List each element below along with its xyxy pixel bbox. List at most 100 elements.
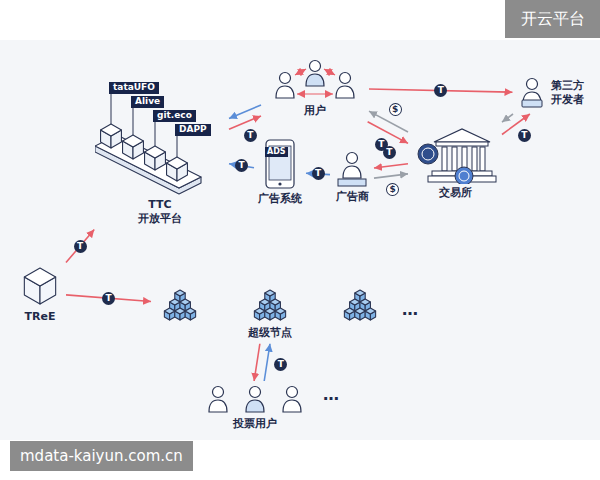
icon-holder <box>18 262 62 308</box>
node-label: 交易所 <box>439 186 472 200</box>
person-body <box>306 74 324 86</box>
pillar <box>442 147 447 171</box>
node-label: 第三方 开发者 <box>551 79 584 107</box>
voter-group: 投票用户 <box>200 385 310 431</box>
flow-arrow <box>264 344 270 381</box>
cube-face <box>180 299 190 305</box>
tree-icon <box>18 262 62 308</box>
cube-face <box>265 308 275 314</box>
source-cube: TReE <box>18 262 62 324</box>
person-head <box>347 153 358 164</box>
cube-face <box>275 308 285 314</box>
app-tag: Alive <box>131 96 164 108</box>
cube-face <box>145 146 166 158</box>
token-badge: T <box>518 129 531 142</box>
cube-face <box>344 308 354 314</box>
cube-face <box>350 299 360 305</box>
super-node-group: 超级节点 <box>155 282 385 340</box>
node-label: TTC 开放平台 <box>138 198 182 226</box>
coin-rim <box>422 148 434 160</box>
icon-holder <box>200 385 310 415</box>
cube-face <box>175 290 185 296</box>
token-badge: T <box>74 240 87 253</box>
tag-label: DAPP <box>179 124 207 134</box>
cube-face <box>270 299 280 305</box>
advertiser-node: 广告商 <box>334 148 370 204</box>
node-label: 广告系统 <box>258 192 302 206</box>
dev-icon <box>517 76 547 110</box>
cube-face <box>254 308 264 314</box>
token-badge: T <box>102 292 115 305</box>
person-body <box>276 86 294 98</box>
tag-label: tataUFO <box>113 82 155 92</box>
cube-face <box>360 299 370 305</box>
ellipsis: … <box>323 385 341 404</box>
coin <box>418 144 438 164</box>
node-label: 投票用户 <box>233 417 277 431</box>
ellipsis: … <box>402 300 420 319</box>
adv-icon <box>334 148 370 188</box>
screen-tag: ADS <box>265 147 288 157</box>
person-body <box>246 400 264 412</box>
coin <box>455 167 473 184</box>
person-body <box>209 400 227 412</box>
pillar <box>452 147 457 171</box>
cube-face <box>123 135 144 147</box>
cube-face <box>24 268 55 286</box>
person-body <box>343 166 361 178</box>
exchange-node: 交易所 <box>412 126 498 200</box>
icon-holder <box>265 58 365 102</box>
user-link <box>297 93 333 94</box>
watermark-url: mdata-kaiyun.com.cn <box>10 441 193 471</box>
person-head <box>280 73 291 84</box>
roof <box>434 129 490 142</box>
cube-face <box>365 308 375 314</box>
coin-rim <box>459 171 469 181</box>
developer-node: 第三方 开发者 <box>517 76 584 110</box>
person-head <box>526 79 537 90</box>
cube-face <box>164 308 174 314</box>
token-badge: T <box>244 129 257 142</box>
person-body <box>283 400 301 412</box>
icon-holder <box>412 126 498 184</box>
flow-arrow <box>369 111 408 132</box>
flow-arrow <box>229 105 261 118</box>
platform-node: tataUFO Alive git.ecoDAPP TTC 开放平台 <box>95 80 225 226</box>
flow-arrow <box>229 116 261 129</box>
app-tag: git.eco <box>153 110 196 122</box>
node-label: TReE <box>25 310 56 324</box>
laptop <box>522 100 542 107</box>
app-tag: tataUFO <box>109 82 159 94</box>
icon-holder <box>155 282 385 324</box>
token-badge: T <box>383 146 396 159</box>
person-head <box>310 61 321 72</box>
icon-holder: tataUFO Alive git.ecoDAPP <box>95 80 225 196</box>
panel-ground <box>0 40 600 440</box>
tag-label: Alive <box>135 96 160 106</box>
token-badge: $ <box>389 103 402 116</box>
node-label: 超级节点 <box>248 326 292 340</box>
watermark-badge: 开云平台 <box>505 0 600 38</box>
cube-face <box>260 299 270 305</box>
cube-face <box>355 308 365 314</box>
super-icon <box>155 282 385 324</box>
cube-face <box>355 290 365 296</box>
cube-face <box>175 308 185 314</box>
flow-arrow <box>254 344 260 381</box>
desk <box>338 179 366 186</box>
pillar <box>472 147 477 171</box>
person-head <box>213 387 224 398</box>
tag-label: ADS <box>267 147 286 156</box>
flow-arrow <box>374 174 408 178</box>
phone-icon <box>264 138 296 190</box>
phone-button <box>278 182 281 185</box>
users-icon <box>265 58 365 102</box>
user-group: 用户 <box>265 58 365 118</box>
node-label: 广告商 <box>336 190 369 204</box>
person-head <box>340 73 351 84</box>
flow-arrow <box>374 164 408 168</box>
cube-face <box>167 157 188 169</box>
user-link <box>324 69 335 75</box>
token-badge: T <box>312 167 325 180</box>
